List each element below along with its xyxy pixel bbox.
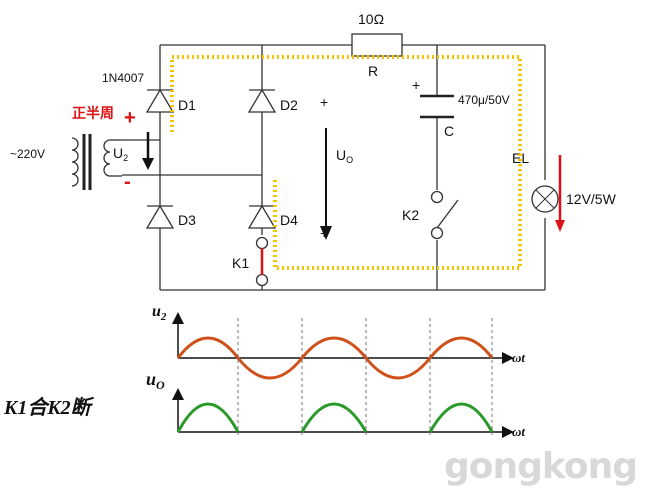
capacitor-rating: 470μ/50V	[458, 93, 510, 107]
lamp-rating: 12V/5W	[566, 191, 617, 207]
u2-axis-label: u2	[152, 303, 167, 323]
state-caption: K1合K2断	[3, 396, 95, 419]
switch-k2-label: K2	[402, 207, 419, 223]
d3-label: D3	[178, 212, 196, 228]
d1-label: D1	[178, 97, 196, 113]
resistor-value: 10Ω	[358, 11, 384, 27]
diode-d2	[247, 88, 277, 113]
uo-plus-lower: +	[320, 225, 328, 241]
half-period-guides	[237, 318, 493, 436]
capacitor-plus: +	[412, 77, 420, 93]
source-label: ~220V	[10, 147, 45, 161]
uo-wave-2	[300, 402, 368, 433]
u2-wave	[176, 336, 494, 380]
uo-axis-label: uO	[146, 369, 165, 392]
lamp-name: EL	[512, 150, 529, 166]
u2-axis-wt: ωt	[512, 350, 525, 365]
lamp-current-arrow	[555, 155, 565, 232]
diode-model-label: 1N4007	[102, 71, 144, 85]
lamp	[531, 185, 559, 213]
diode-d3	[145, 204, 175, 229]
uo-axis-wt: ωt	[512, 424, 525, 439]
switch-k1-label: K1	[232, 255, 249, 271]
watermark: gongkong	[444, 446, 637, 487]
d2-label: D2	[280, 97, 298, 113]
u2-symbol: U2	[113, 145, 128, 163]
uo-wave-3	[428, 402, 494, 433]
uo-waveform-graph	[172, 388, 514, 438]
resistor-name: R	[368, 63, 378, 79]
uo-plus: +	[320, 94, 328, 110]
uo-symbol: UO	[336, 147, 353, 165]
capacitor	[420, 94, 454, 119]
switch-k1	[255, 236, 269, 287]
u2-direction-arrow	[142, 132, 154, 170]
negative-sign: -	[124, 171, 131, 193]
switch-k2	[430, 190, 459, 240]
uo-wave-1	[176, 402, 240, 433]
frame-wires	[122, 44, 546, 291]
positive-sign: +	[124, 107, 136, 129]
diode-d1	[145, 88, 175, 113]
transformer	[71, 134, 122, 190]
d4-label: D4	[280, 212, 298, 228]
uo-arrow	[320, 128, 332, 240]
diode-d4	[247, 204, 277, 229]
capacitor-name: C	[444, 123, 454, 139]
u2-waveform-graph	[172, 312, 514, 380]
half-cycle-label: 正半周	[72, 105, 114, 121]
resistor	[351, 33, 403, 57]
